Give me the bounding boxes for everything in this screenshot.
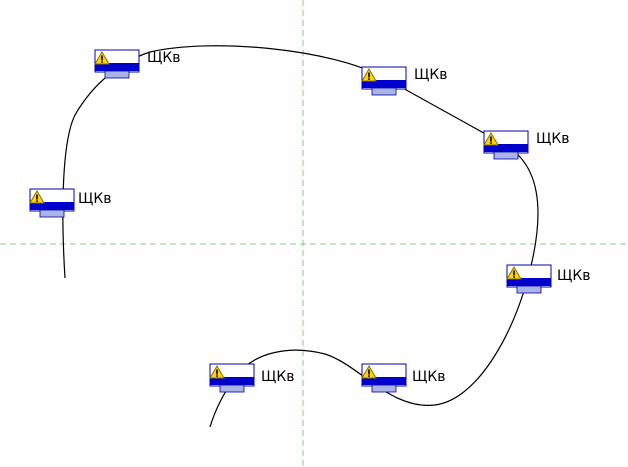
electrical-panel-icon bbox=[29, 188, 75, 218]
warning-icon bbox=[94, 51, 110, 65]
electrical-panel-icon bbox=[361, 66, 407, 96]
panel-device-7[interactable]: ЩКв bbox=[361, 363, 446, 393]
panel-label: ЩКв bbox=[147, 50, 181, 66]
electrical-panel-icon bbox=[94, 49, 140, 79]
electrical-panel-icon bbox=[483, 130, 529, 160]
warning-icon bbox=[506, 266, 522, 280]
panel-device-1[interactable]: ЩКв bbox=[94, 49, 181, 79]
panel-device-4[interactable]: ЩКв bbox=[29, 188, 112, 218]
warning-icon bbox=[483, 132, 499, 146]
panel-device-6[interactable]: ЩКв bbox=[209, 363, 295, 393]
warning-icon bbox=[361, 68, 377, 82]
panel-label: ЩКв bbox=[412, 369, 446, 385]
panel-device-3[interactable]: ЩКв bbox=[483, 130, 570, 160]
electrical-panel-icon bbox=[361, 363, 407, 393]
wiring-path[interactable] bbox=[62, 45, 539, 428]
panel-label: ЩКв bbox=[536, 131, 570, 147]
panel-device-5[interactable]: ЩКв bbox=[506, 264, 591, 294]
electrical-panel-icon bbox=[209, 363, 255, 393]
warning-icon bbox=[361, 365, 377, 379]
panel-label: ЩКв bbox=[78, 191, 112, 207]
panel-label: ЩКв bbox=[557, 268, 591, 284]
warning-icon bbox=[209, 365, 225, 379]
panel-device-2[interactable]: ЩКв bbox=[361, 66, 448, 96]
warning-icon bbox=[29, 190, 45, 204]
panel-label: ЩКв bbox=[414, 67, 448, 83]
panel-label: ЩКв bbox=[261, 369, 295, 385]
electrical-panel-icon bbox=[506, 264, 552, 294]
